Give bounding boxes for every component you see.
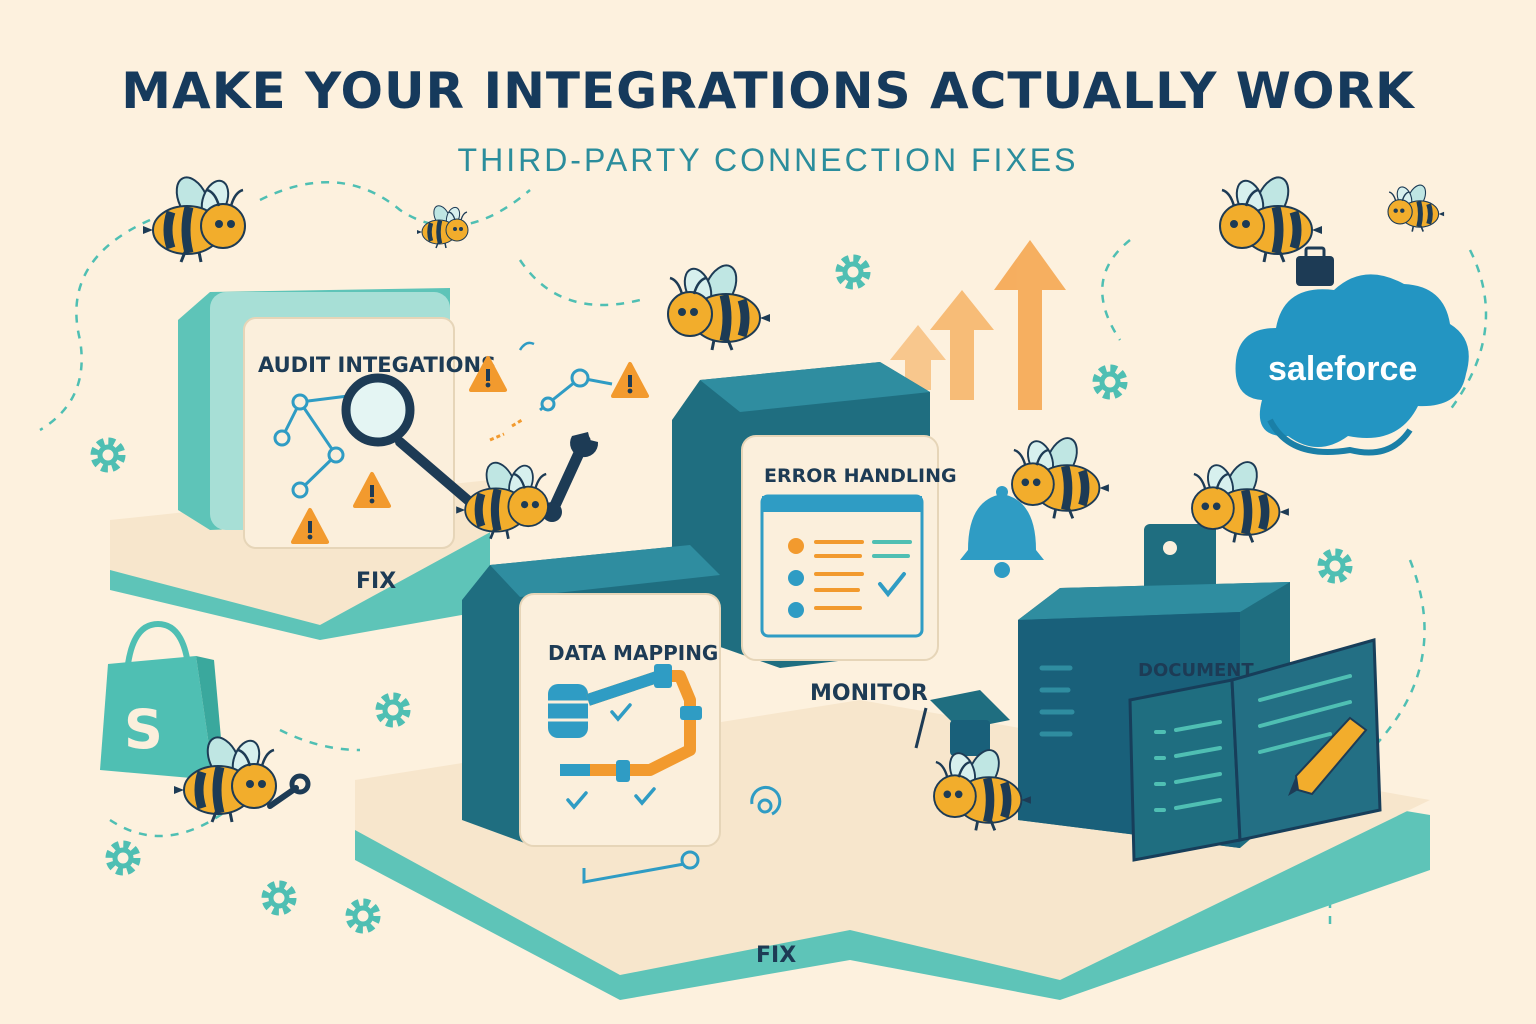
mortarboard-icon bbox=[914, 690, 1010, 756]
magnifier-icon bbox=[341, 373, 475, 507]
wrench-icon bbox=[542, 432, 599, 522]
gear-icon bbox=[1097, 369, 1123, 395]
bee-icon bbox=[417, 203, 468, 248]
shopify-logo-text: S bbox=[124, 698, 163, 761]
card-document bbox=[1018, 524, 1382, 862]
database-icon bbox=[548, 684, 588, 738]
pencil-icon bbox=[1288, 716, 1368, 796]
warning-icon bbox=[611, 362, 649, 398]
platform-label-fix-2: FIX bbox=[756, 943, 796, 968]
card-error-handling bbox=[672, 362, 939, 668]
page-title: MAKE YOUR INTEGRATIONS ACTUALLY WORK bbox=[121, 62, 1415, 120]
gear-icon bbox=[380, 697, 406, 723]
bee-icon bbox=[668, 260, 770, 350]
gear-icon bbox=[840, 259, 866, 285]
link-icon bbox=[582, 785, 782, 884]
briefcase-icon bbox=[1296, 246, 1334, 286]
wrench-icon bbox=[267, 773, 311, 809]
bee-icon bbox=[1388, 182, 1444, 231]
card-title-audit: AUDIT INTEGATIONS bbox=[258, 353, 496, 377]
gear-icon bbox=[1322, 553, 1348, 579]
card-audit-integrations bbox=[178, 288, 475, 549]
book-icon bbox=[1128, 638, 1382, 862]
dashed-paths bbox=[39, 180, 1488, 930]
card-title-document: DOCUMENT bbox=[1138, 660, 1254, 681]
cloud-icon bbox=[1235, 274, 1469, 456]
platform-label-monitor: MONITOR bbox=[810, 681, 928, 706]
broken-connections bbox=[469, 341, 649, 442]
gear-icon bbox=[266, 885, 292, 911]
gear-icon bbox=[95, 442, 121, 468]
gear-icon bbox=[350, 903, 376, 929]
bell-icon bbox=[960, 486, 1044, 578]
page-subtitle: THIRD-PARTY CONNECTION FIXES bbox=[457, 142, 1079, 178]
platform-label-fix: FIX bbox=[356, 569, 396, 594]
card-title-error: ERROR HANDLING bbox=[764, 465, 957, 487]
card-data-mapping bbox=[462, 545, 721, 847]
gear-icon bbox=[110, 845, 136, 871]
card-title-mapping: DATA MAPPING bbox=[548, 641, 718, 665]
bee-icon bbox=[143, 172, 245, 262]
salesforce-logo-text: saleforce bbox=[1268, 350, 1417, 388]
bee-icon bbox=[1012, 433, 1109, 518]
arrow-up-icon bbox=[890, 240, 1066, 410]
